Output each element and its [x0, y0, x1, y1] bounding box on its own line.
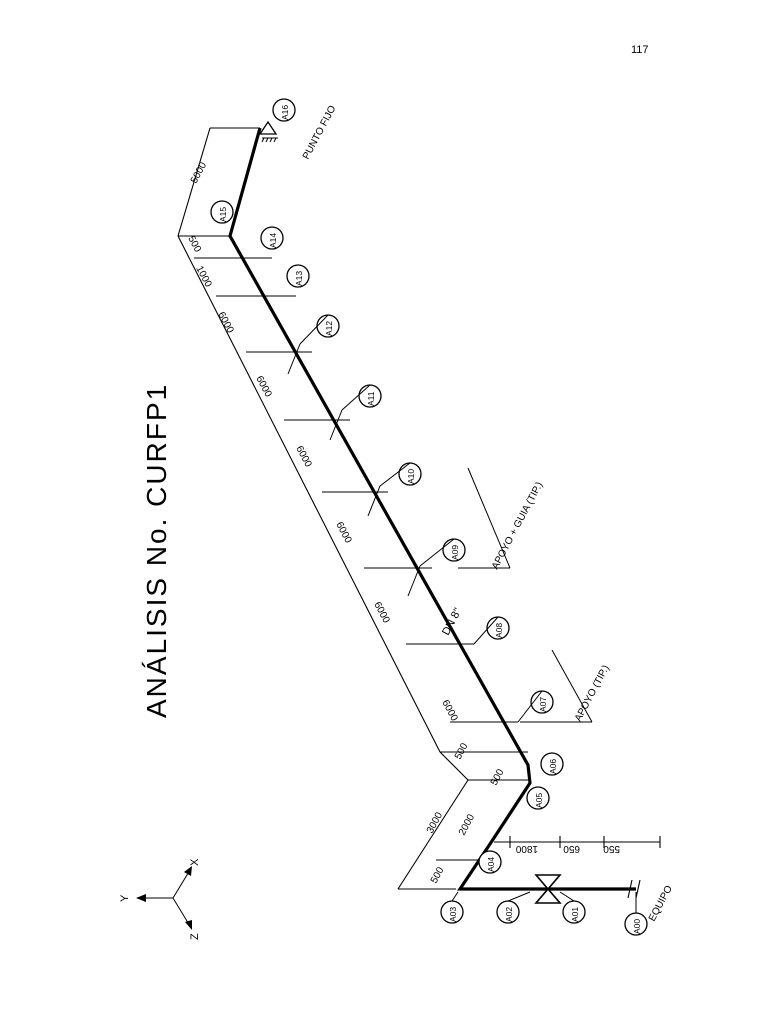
- dim-6000-5: 6000: [253, 374, 273, 399]
- axis-symbol: Y X Z: [119, 858, 201, 940]
- node-tag-A00: A00: [624, 912, 648, 936]
- dimension-lines: [177, 127, 661, 890]
- node-tag-A07: A07: [530, 690, 554, 714]
- node-tag-A12: A12: [316, 314, 340, 338]
- svg-text:A02: A02: [504, 907, 514, 922]
- equipo-label: EQUIPO: [647, 884, 675, 924]
- dim-500-b: 500: [489, 767, 507, 787]
- punto-fijo-label: PUNTO FIJO: [301, 104, 339, 162]
- svg-text:A14: A14: [268, 233, 278, 248]
- dim-6000-1: 6000: [439, 698, 459, 723]
- svg-text:A05: A05: [534, 793, 544, 808]
- node-tag-A11: A11: [358, 384, 382, 408]
- svg-text:A08: A08: [494, 623, 504, 638]
- dim-6000-4: 6000: [293, 444, 313, 469]
- svg-text:A15: A15: [218, 207, 228, 222]
- dim-1000: 1000: [193, 264, 213, 289]
- tag-leaders: [299, 314, 637, 913]
- pipe-size-label: DN 8": [440, 606, 464, 637]
- dim-550: 550: [603, 843, 620, 854]
- pipe-route: [228, 127, 636, 891]
- node-tag-A13: A13: [286, 264, 310, 288]
- support-markers: [287, 343, 593, 723]
- svg-text:A12: A12: [324, 321, 334, 336]
- svg-text:A16: A16: [280, 105, 290, 120]
- svg-text:A06: A06: [548, 759, 558, 774]
- dimension-values: 550 650 1800 500 2000 3000 500 500 6000 …: [185, 160, 620, 885]
- svg-text:A10: A10: [406, 469, 416, 484]
- page-number: 117: [631, 44, 649, 56]
- node-tag-A10: A10: [398, 462, 422, 486]
- node-tag-A08: A08: [486, 616, 510, 640]
- axis-z-label: Z: [189, 933, 201, 940]
- dim-6000-6: 6000: [215, 310, 235, 335]
- node-tag-A09: A09: [442, 538, 466, 562]
- dim-500-c: 500: [453, 741, 471, 761]
- dim-500-d: 500: [185, 234, 203, 254]
- dim-6000-3: 6000: [333, 520, 353, 545]
- node-tag-A04: A04: [478, 850, 502, 874]
- node-tag-A03: A03: [440, 900, 464, 924]
- axis-x-label: X: [189, 858, 201, 866]
- apoyo-guia-label: APOYO + GUIA (TIP.): [490, 480, 545, 571]
- apoyo-label: APOYO (TIP.): [573, 663, 612, 723]
- valve-symbol: [534, 874, 562, 904]
- svg-text:A03: A03: [448, 907, 458, 922]
- svg-text:A11: A11: [366, 391, 376, 406]
- svg-text:A13: A13: [294, 271, 304, 286]
- dim-2000: 2000: [457, 812, 477, 837]
- fixed-point-anchor-icon: [258, 120, 278, 143]
- svg-text:A09: A09: [450, 545, 460, 560]
- dim-650: 650: [563, 843, 580, 854]
- drawing-title: ANÁLISIS No. CURFP1: [141, 383, 172, 718]
- node-tag-A16: A16: [272, 98, 296, 122]
- node-tag-A02: A02: [496, 900, 520, 924]
- dim-500-a: 500: [429, 865, 447, 885]
- node-tag-A01: A01: [562, 900, 586, 924]
- node-tag-A14: A14: [260, 226, 284, 250]
- dim-1800: 1800: [515, 843, 538, 854]
- axis-y-label: Y: [119, 894, 131, 902]
- equipment-nozzle: [627, 879, 641, 899]
- svg-text:A00: A00: [632, 919, 642, 934]
- node-tag-A06: A06: [540, 752, 564, 776]
- svg-text:A07: A07: [538, 697, 548, 712]
- dim-5000: 5000: [189, 160, 209, 185]
- svg-text:A01: A01: [570, 907, 580, 922]
- svg-text:A04: A04: [486, 857, 496, 872]
- node-tag-A15: A15: [210, 200, 234, 224]
- dim-3000: 3000: [425, 810, 445, 835]
- node-tag-A05: A05: [526, 786, 550, 810]
